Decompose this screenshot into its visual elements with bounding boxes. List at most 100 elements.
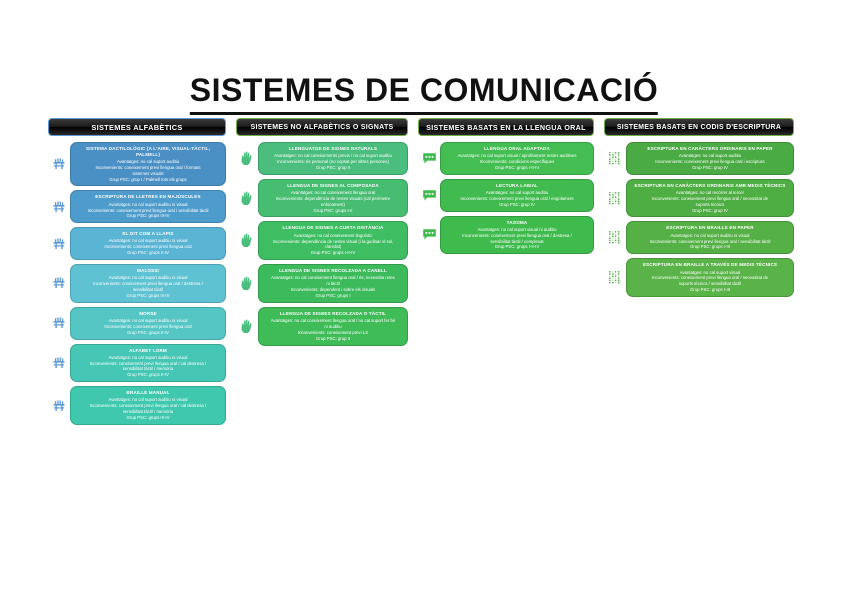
card-detail-line: sensibilitat tàctil / complexat (490, 238, 544, 244)
concept-card[interactable]: LLENGUATGE DE SIGNES NATURALS Avantatges:… (258, 142, 408, 175)
card-detail-line: Inconvenients: coneixement previ llengua… (89, 403, 207, 409)
card-detail-line: Inconvenients: coneixement previ llengua… (651, 195, 769, 201)
signing-hands-icon (236, 276, 258, 291)
card-detail-line: Avantatges: no cal suport auditiu ni vis… (108, 201, 188, 207)
card-detail-line: Grup PSC: grups II-IV (127, 372, 169, 378)
page-title: SISTEMES DE COMUNICACIÓ (189, 72, 659, 115)
card-detail-line: Avantatges: no cal suport auditiu (116, 158, 180, 164)
card-detail-line: Grup PSC: grups I-II (313, 207, 353, 213)
column-llengua-oral: SISTEMES BASATS EN LA LLENGUA ORAL LLENG… (418, 118, 594, 429)
concept-card[interactable]: ESCRIPTURA EN CARÀCTERS ORDINARIS AMB ME… (626, 178, 794, 218)
card-detail-line: suports tècnics (695, 201, 725, 207)
card-detail-line: Inconvenients: coneixement previ llengua… (104, 323, 192, 329)
card-detail-line: Grup PSC: grup II (315, 335, 351, 341)
braille-dots-icon (604, 270, 626, 285)
card-detail-line: Inconvenients: coneixement previ llengua… (649, 238, 771, 244)
finger-spelling-hand-icon (48, 276, 70, 290)
card-detail-line: Inconvenients: dependència de restes vis… (275, 195, 391, 201)
card-detail-line: Inconvenients: condicions específiques (479, 159, 555, 165)
card-title: SISTEMA DACTILOLÒGIC (A L'AIRE, VISUAL-T… (85, 146, 211, 157)
card-detail-line: Grup PSC: grups II-IV (127, 329, 169, 335)
card-detail-line: Avantatges: no cal suport visual / aprof… (457, 153, 577, 159)
card-detail-line: Grup PSC: grups II-IV (127, 250, 169, 256)
card-detail-line: ni tàctil (326, 281, 340, 287)
card-detail-line: Inconvenients: dependència de restes vis… (272, 238, 394, 244)
column-no-alfabetics: SISTEMES NO ALFABÈTICS O SIGNATS LLENGUA… (236, 118, 408, 429)
card-detail-line: Grup PSC: grups III-IV (126, 292, 170, 298)
concept-card[interactable]: ESCRIPTURA EN BRAILLE A TRAVÉS DE MEDIS … (626, 258, 794, 297)
card-detail-line: Grup PSC: grup I / Palmell tots els grup… (109, 176, 187, 182)
card-detail-line: Avantatges: no cal suport auditiu ni vis… (108, 397, 188, 403)
card-detail-line: Grup PSC: grups I-III (689, 287, 731, 293)
card-detail-line: Grup PSC: grups III-IV (126, 415, 170, 420)
card-detail-line: Avantatges: no cal suport auditiu (678, 153, 742, 159)
card-detail-line: Inconvenients: coneixement previ llengua… (460, 195, 574, 201)
speech-bubble-icon (418, 228, 440, 241)
card-row: ESCRIPTURA EN CARÀCTERS ORDINARIS EN PAP… (604, 142, 794, 175)
card-detail-line: Inconvenients: coneixement previ llengua… (462, 232, 572, 238)
finger-spelling-hand-icon (48, 237, 70, 251)
card-title: ESCRIPTURA EN CARÀCTERS ORDINARIS AMB ME… (634, 182, 786, 188)
card-detail-line: Inconvenients: coneixement previ llengua… (651, 275, 769, 281)
card-detail-line: Avantatges: no cal suport auditiu ni vis… (108, 354, 188, 360)
card-title: ESCRIPTURA EN BRAILLE A TRAVÉS DE MEDIS … (642, 262, 778, 268)
card-detail-line: enfocament) (321, 201, 345, 207)
card-detail-line: Avantatges: no cal coneixement llengua o… (270, 318, 396, 324)
card-title: ALFABET LORM (129, 347, 167, 353)
column-cards-codis-escriptura: ESCRIPTURA EN CARÀCTERS ORDINARIS EN PAP… (604, 142, 794, 301)
card-detail-line: Avantatges: no cal suport auditiu ni vis… (108, 317, 188, 323)
card-title: ESCRIPTURA EN CARÀCTERS ORDINARIS EN PAP… (647, 146, 773, 151)
braille-dots-icon (604, 151, 626, 166)
card-detail-line: Inconvenients: és personal (no copsat pe… (277, 159, 389, 165)
signing-hands-icon (236, 233, 258, 248)
card-detail-line: Grup PSC: grup IV (692, 164, 728, 170)
concept-card[interactable]: SISTEMA DACTILOLÒGIC (A L'AIRE, VISUAL-T… (70, 142, 226, 187)
card-detail-line: Avantatges: no cal coneixement lingüísti… (293, 232, 373, 238)
card-detail-line: Grup PSC: grups I-II-IV (310, 250, 356, 256)
card-detail-line: Inconvenients: coneixement previ llengua… (93, 281, 203, 287)
card-detail-line: Avantatges: no cal suport auditiu (485, 190, 549, 196)
card-row: ESCRIPTURA EN CARÀCTERS ORDINARIS AMB ME… (604, 178, 794, 218)
card-title: LLENGUATGE DE SIGNES NATURALS (288, 146, 378, 151)
concept-card[interactable]: ESCRIPTURA EN CARÀCTERS ORDINARIS EN PAP… (626, 142, 794, 175)
card-detail-line: Inconvenients: coneixement previ llengua… (655, 159, 765, 165)
card-detail-line: Avantatges: no cal coneixements previs /… (274, 153, 392, 159)
card-row: LLENGUATGE DE SIGNES NATURALS Avantatges:… (236, 142, 408, 175)
card-detail-line: Avantatges: no cal coneixement llengua o… (271, 275, 395, 281)
column-header-codis-escriptura: SISTEMES BASATS EN CODIS D'ESCRIPTURA (604, 118, 794, 136)
column-cards-alfabetics: SISTEMA DACTILOLÒGIC (A L'AIRE, VISUAL-T… (48, 142, 226, 429)
card-detail-line: claredat) (324, 244, 342, 250)
card-detail-line: Grup PSC: grup IV (692, 207, 728, 213)
card-detail-line: sensibilitat tàctil (132, 286, 164, 292)
column-alfabetics: SISTEMES ALFABÈTICS SISTEMA DACTILOLÒGIC… (48, 118, 226, 429)
card-detail-line: Grup PSC: grups I-III (689, 244, 731, 250)
card-detail-line: ni auditiu (324, 323, 342, 329)
card-row: SISTEMA DACTILOLÒGIC (A L'AIRE, VISUAL-T… (48, 142, 226, 187)
card-detail-line: sensibilitat tàctil / memòria (122, 366, 174, 372)
card-detail-line: Avantatges: no cal recórrer al tercer (675, 190, 745, 196)
card-title: BRAILLE MANUAL (126, 390, 170, 396)
